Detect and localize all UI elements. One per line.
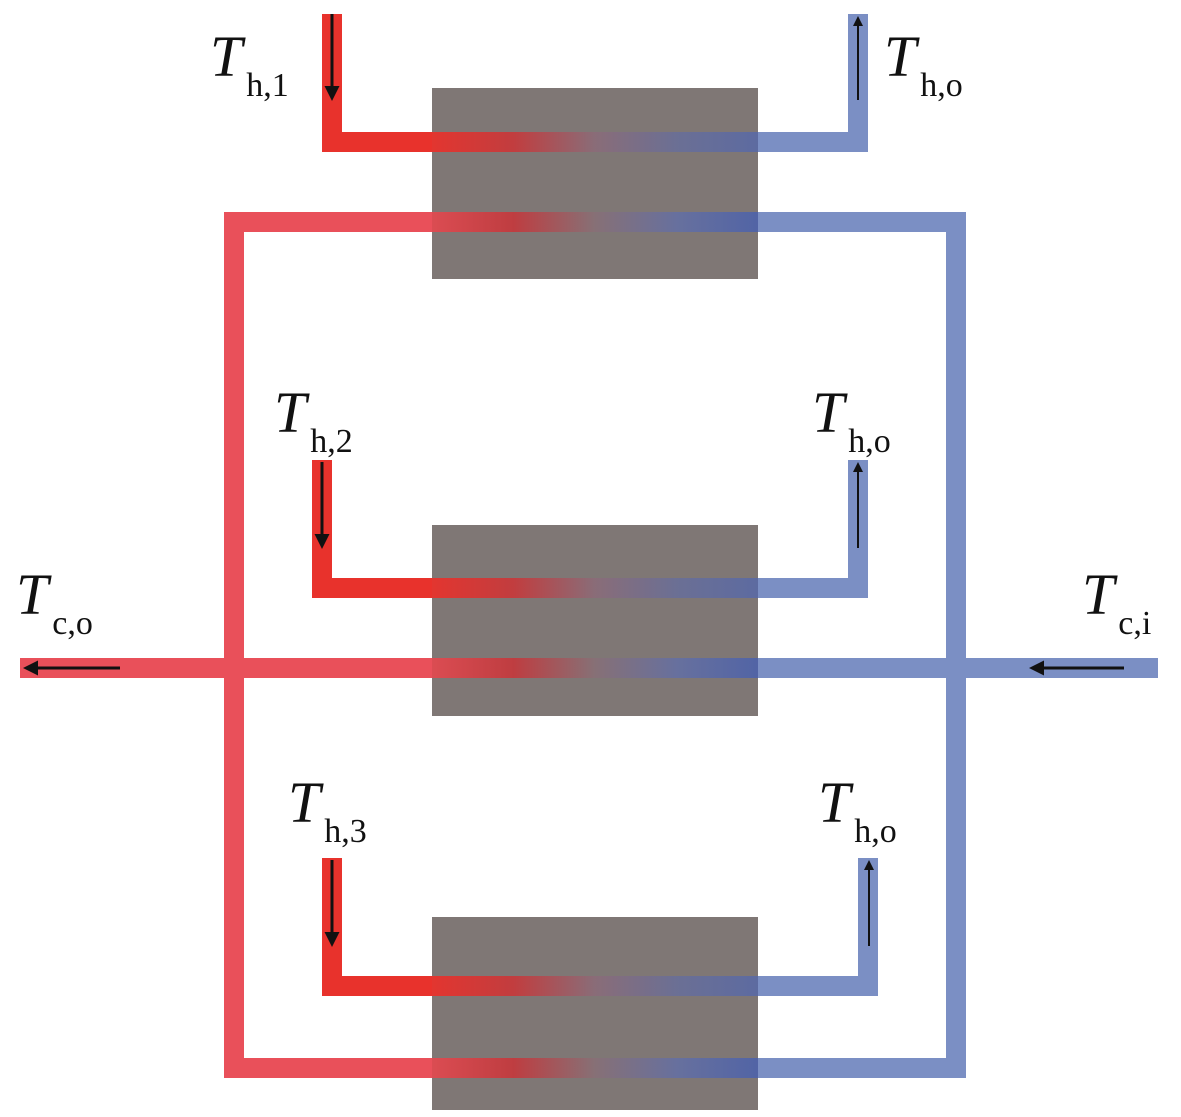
hot-pass [432,578,758,598]
cold-pass [432,1058,758,1078]
cold-branch-3-right [758,1058,966,1078]
heat-exchanger-1 [432,88,758,279]
cold-main-right [758,658,1158,678]
hot-outlet-run-2 [758,578,868,598]
cold-branch-3-left [224,1058,432,1078]
hot-pass [432,132,758,152]
hot-inlet-run-1 [322,132,432,152]
cold-pass [432,212,758,232]
flow-arrows [23,14,1124,947]
hot-pass [432,976,758,996]
hot-outlet-run-1 [758,132,868,152]
cold-branch-1-right [758,212,966,232]
hot-inlet-run-2 [312,578,432,598]
exchanger-body [432,88,758,279]
cold-pass [432,658,758,678]
cold-distribution-loop [20,212,1158,1078]
cold-branch-1-left [224,212,432,232]
cold-main-left [20,658,432,678]
hot-outlet-run-3 [758,976,878,996]
hot-inlet-run-3 [322,976,432,996]
cold-outlet-manifold [224,212,244,1078]
exchanger-body [432,917,758,1110]
exchanger-body [432,525,758,716]
cold-inlet-manifold [946,212,966,1078]
heat-exchanger-3 [432,917,758,1110]
heat-exchanger-2 [432,525,758,716]
